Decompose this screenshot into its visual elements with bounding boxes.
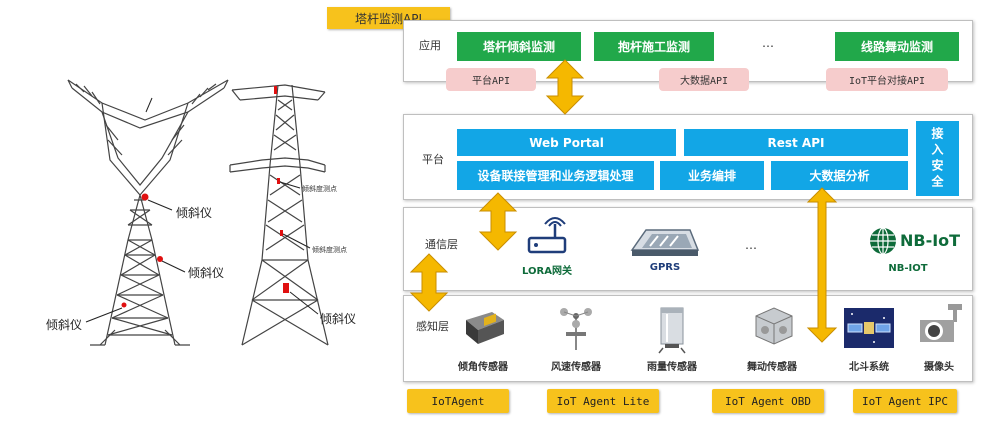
- tilt-meter-label-2: 倾斜仪: [188, 266, 225, 280]
- comm-ellipsis: …: [745, 238, 757, 252]
- nbiot-logo-text: NB-IoT: [900, 231, 961, 250]
- rest-api-block[interactable]: Rest API: [684, 129, 908, 156]
- device-management-block[interactable]: 设备联接管理和业务逻辑处理: [457, 161, 654, 190]
- web-portal-block[interactable]: Web Portal: [457, 129, 676, 156]
- application-layer-label: 应用: [419, 39, 441, 52]
- app-pole-construction-monitor[interactable]: 抱杆施工监测: [594, 32, 714, 61]
- app-line-galloping-monitor[interactable]: 线路舞动监测: [835, 32, 959, 61]
- galloping-sensor-label: 舞动传感器: [747, 362, 797, 373]
- rain-gauge-icon: [658, 307, 686, 354]
- agent-iot-agent-lite[interactable]: IoT Agent Lite: [547, 389, 659, 413]
- platform-api-tag[interactable]: 平台API: [446, 68, 536, 91]
- tilt-sensor-icon: [466, 312, 504, 344]
- gprs-icon: [630, 229, 700, 256]
- app-tower-tilt-monitor[interactable]: 塔杆倾斜监测: [457, 32, 581, 61]
- bigdata-analysis-block[interactable]: 大数据分析: [771, 161, 908, 190]
- iot-platform-api-tag[interactable]: IoT平台对接API: [826, 68, 948, 91]
- arrow-comm-sensing: [409, 253, 449, 312]
- arrow-app-platform: [545, 59, 585, 115]
- nbiot-globe-icon: [870, 227, 896, 255]
- agent-iot-agent-obd[interactable]: IoT Agent OBD: [712, 389, 824, 413]
- galloping-sensor-icon: [755, 307, 793, 345]
- tilt-sensor-label: 倾角传感器: [458, 362, 508, 373]
- sensing-layer-label: 感知层: [416, 320, 449, 333]
- agent-iot-agent-ipc[interactable]: IoT Agent IPC: [853, 389, 957, 413]
- tilt-point-label-2: 倾斜度测点: [312, 246, 347, 254]
- agent-iotagent[interactable]: IoTAgent: [407, 389, 509, 413]
- communication-layer-label: 通信层: [425, 238, 458, 251]
- camera-icon: [920, 304, 962, 342]
- router-icon: [527, 217, 567, 254]
- platform-layer-label: 平台: [422, 153, 444, 166]
- tilt-meter-label-3: 倾斜仪: [46, 318, 83, 332]
- tilt-meter-label-4: 倾斜仪: [320, 312, 357, 326]
- bigdata-api-tag[interactable]: 大数据API: [659, 68, 749, 91]
- camera-label: 摄像头: [924, 362, 954, 373]
- access-security-block[interactable]: 接入安全: [916, 121, 959, 196]
- beidou-label: 北斗系统: [849, 362, 889, 373]
- tilt-meter-label-1: 倾斜仪: [176, 206, 213, 220]
- wind-sensor-label: 风速传感器: [551, 362, 601, 373]
- rain-gauge-label: 雨量传感器: [647, 362, 697, 373]
- gprs-label: GPRS: [649, 262, 681, 273]
- app-ellipsis: …: [762, 36, 774, 50]
- wind-sensor-icon: [560, 308, 592, 350]
- arrow-platform-comm: [478, 192, 518, 251]
- lora-gateway-label: LORA网关: [522, 266, 572, 277]
- beidou-satellite-icon: [844, 308, 894, 348]
- orchestration-block[interactable]: 业务编排: [660, 161, 764, 190]
- nbiot-label: NB-IOT: [888, 263, 928, 274]
- arrow-bigdata-sensing: [806, 187, 838, 343]
- tower-illustration: [67, 79, 329, 346]
- tilt-point-label-1: 倾斜度测点: [302, 185, 337, 193]
